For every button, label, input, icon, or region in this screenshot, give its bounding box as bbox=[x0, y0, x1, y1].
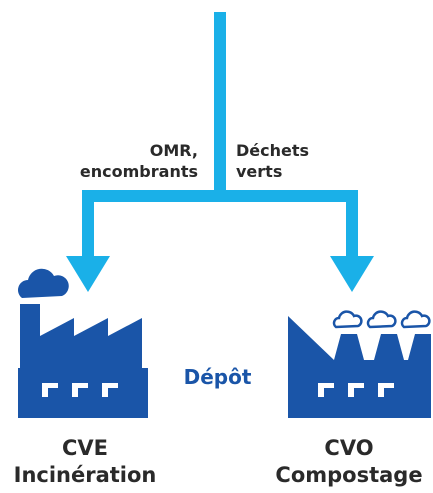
left-flow-label-line1: OMR, bbox=[149, 141, 198, 160]
right-flow-label: Déchets verts bbox=[236, 140, 366, 182]
split-line bbox=[82, 190, 358, 202]
right-flow-label-line1: Déchets bbox=[236, 141, 310, 160]
incoming-flow-line bbox=[214, 12, 226, 202]
smoke-cloud-icons bbox=[332, 310, 431, 329]
left-flow-label-line2: encombrants bbox=[79, 162, 198, 181]
right-facility-code: CVO bbox=[324, 436, 374, 460]
factory-base bbox=[18, 368, 148, 418]
left-arrow-head bbox=[66, 256, 110, 292]
right-arrow-head bbox=[330, 256, 374, 292]
depot-label: Dépôt bbox=[183, 365, 252, 389]
right-facility-name: Compostage bbox=[275, 463, 423, 487]
left-facility-caption: CVE Incinération bbox=[0, 435, 170, 489]
factory-with-smoke-icon bbox=[288, 310, 431, 418]
factory-with-cloud-icon bbox=[17, 268, 148, 418]
cloud-icon bbox=[17, 268, 69, 298]
factory-roof bbox=[40, 318, 142, 374]
flow-arrows bbox=[66, 12, 374, 292]
right-facility-caption: CVO Compostage bbox=[265, 435, 433, 489]
factory-body bbox=[288, 316, 431, 418]
chimney bbox=[20, 304, 40, 374]
right-flow-label-line2: verts bbox=[236, 162, 283, 181]
factory-windows bbox=[318, 383, 394, 397]
right-branch-line bbox=[346, 190, 358, 262]
left-branch-line bbox=[82, 190, 94, 262]
left-flow-label: OMR, encombrants bbox=[40, 140, 198, 182]
left-facility-code: CVE bbox=[61, 436, 108, 460]
left-facility-name: Incinération bbox=[13, 463, 157, 487]
factory-windows bbox=[42, 383, 118, 397]
